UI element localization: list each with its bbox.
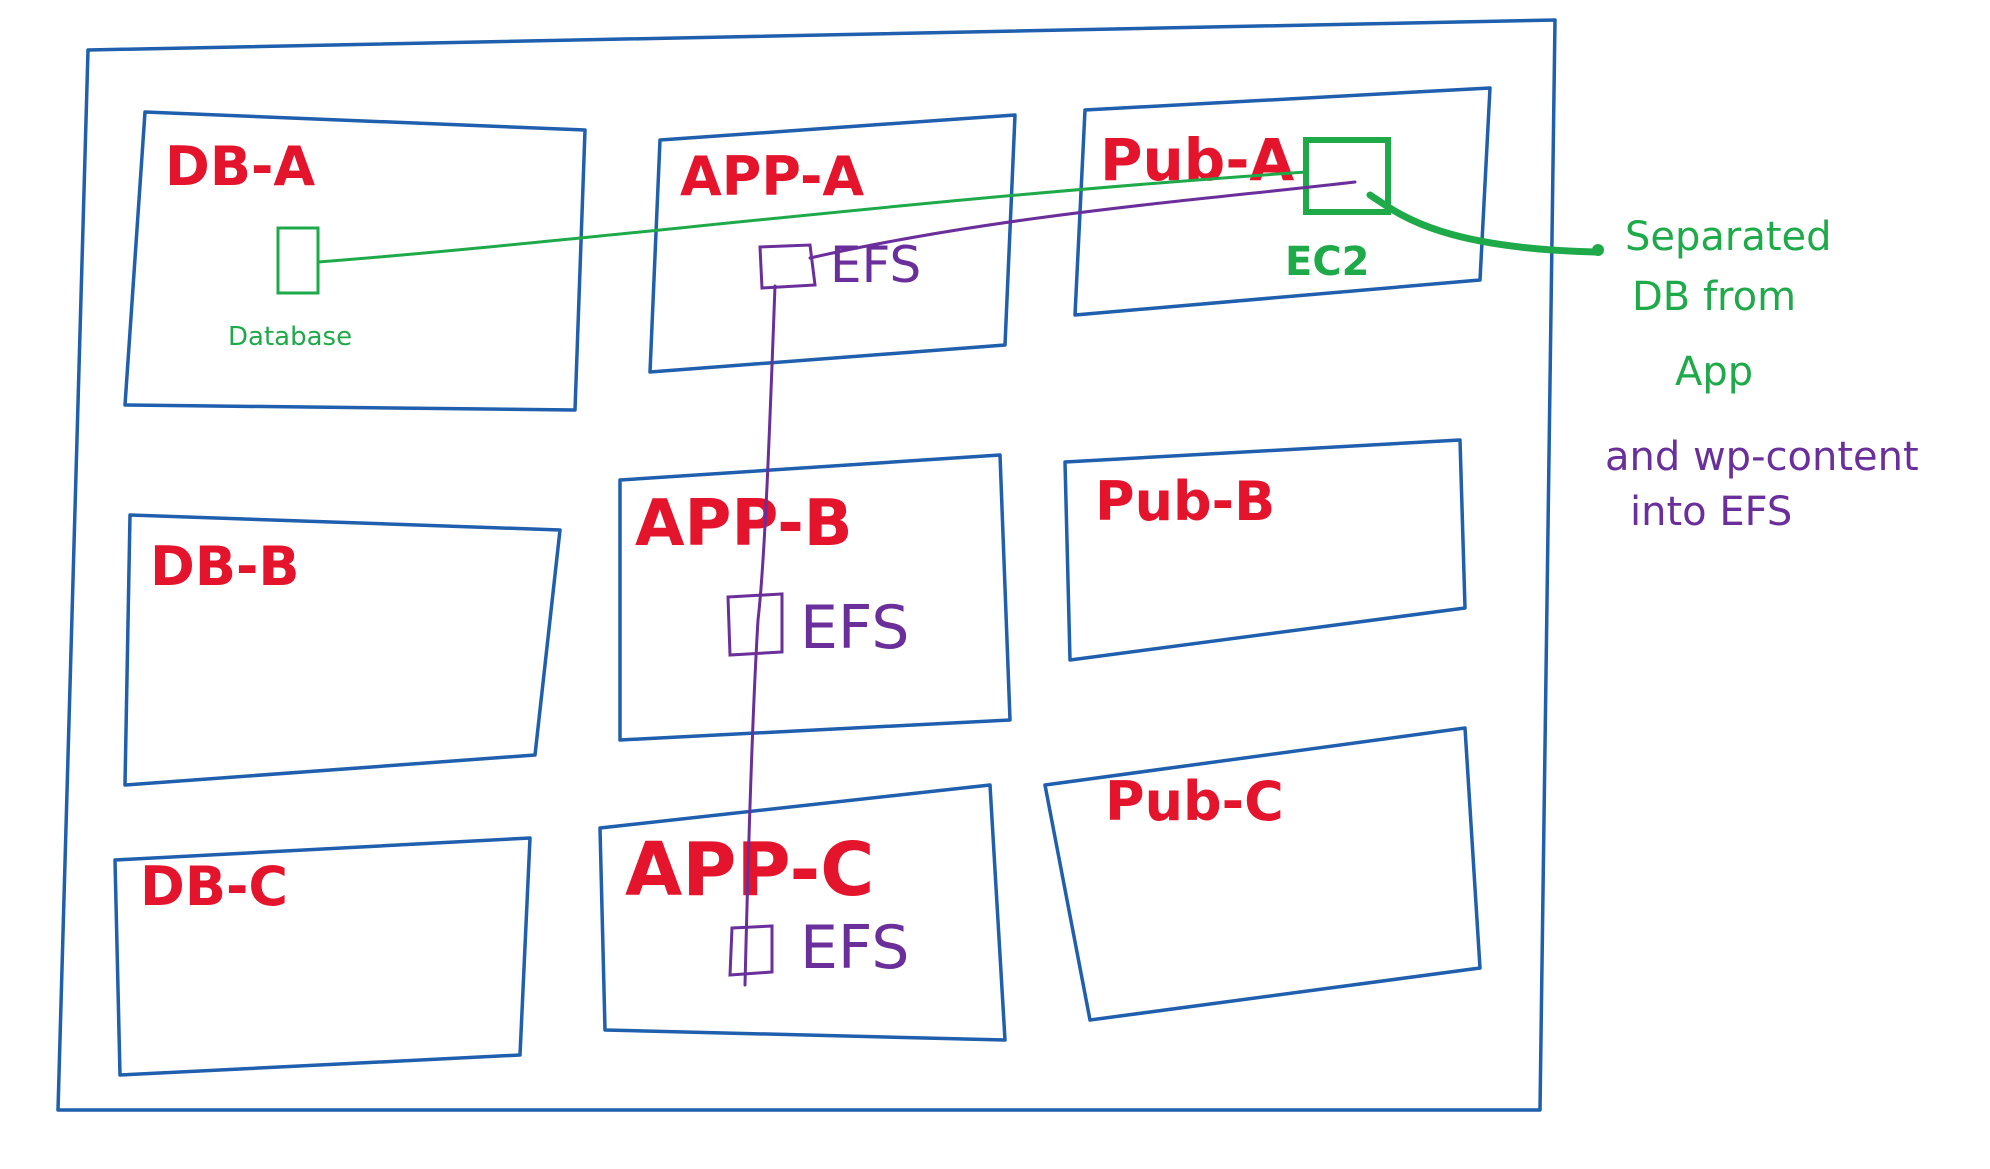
subnet-label-app-b: APP-B [635, 487, 853, 561]
subnet-app-a-box [648, 113, 1017, 374]
subnet-label-db-c: DB-C [140, 855, 288, 918]
subnet-app-c-box [598, 783, 1007, 1042]
vpc-boundary [56, 18, 1557, 1112]
database-icon [276, 226, 320, 295]
annotation-green-line2: DB from [1632, 274, 1796, 320]
subnet-db-a-box [123, 110, 587, 412]
subnet-label-db-b: DB-B [150, 535, 300, 598]
ec2-to-efs-connector [808, 180, 1357, 260]
efs-b-label: EFS [800, 593, 909, 663]
subnet-pub-a-box [1073, 86, 1492, 317]
annotation-purple-line1: and wp-content [1605, 434, 1919, 480]
subnet-pub-c-box [1043, 726, 1482, 1022]
database-to-ec2-connector [316, 170, 1308, 264]
callout-dot [1592, 244, 1604, 256]
efs-c-label: EFS [800, 913, 909, 983]
efs-b-icon [726, 592, 784, 657]
subnet-app-b-box [618, 453, 1012, 742]
annotation-green-line3: App [1675, 349, 1753, 395]
subnet-label-app-a: APP-A [680, 145, 864, 208]
subnet-label-pub-c: Pub-C [1105, 770, 1284, 833]
subnet-label-pub-b: Pub-B [1095, 470, 1275, 533]
ec2-callout-line [1366, 191, 1599, 256]
ec2-icon [1303, 137, 1391, 215]
subnet-db-b-box [123, 513, 562, 787]
subnet-pub-b-box [1063, 438, 1467, 662]
subnet-label-db-a: DB-A [165, 135, 315, 198]
efs-c-icon [728, 924, 774, 977]
subnet-db-c-box [113, 836, 532, 1077]
efs-a-icon [758, 243, 817, 290]
ec2-label: EC2 [1285, 239, 1370, 285]
efs-vertical-connector [743, 284, 777, 987]
annotation-green-line1: Separated [1625, 214, 1832, 260]
subnet-label-pub-a: Pub-A [1100, 126, 1294, 194]
database-label: Database [228, 322, 352, 352]
annotation-purple-line2: into EFS [1630, 489, 1792, 535]
